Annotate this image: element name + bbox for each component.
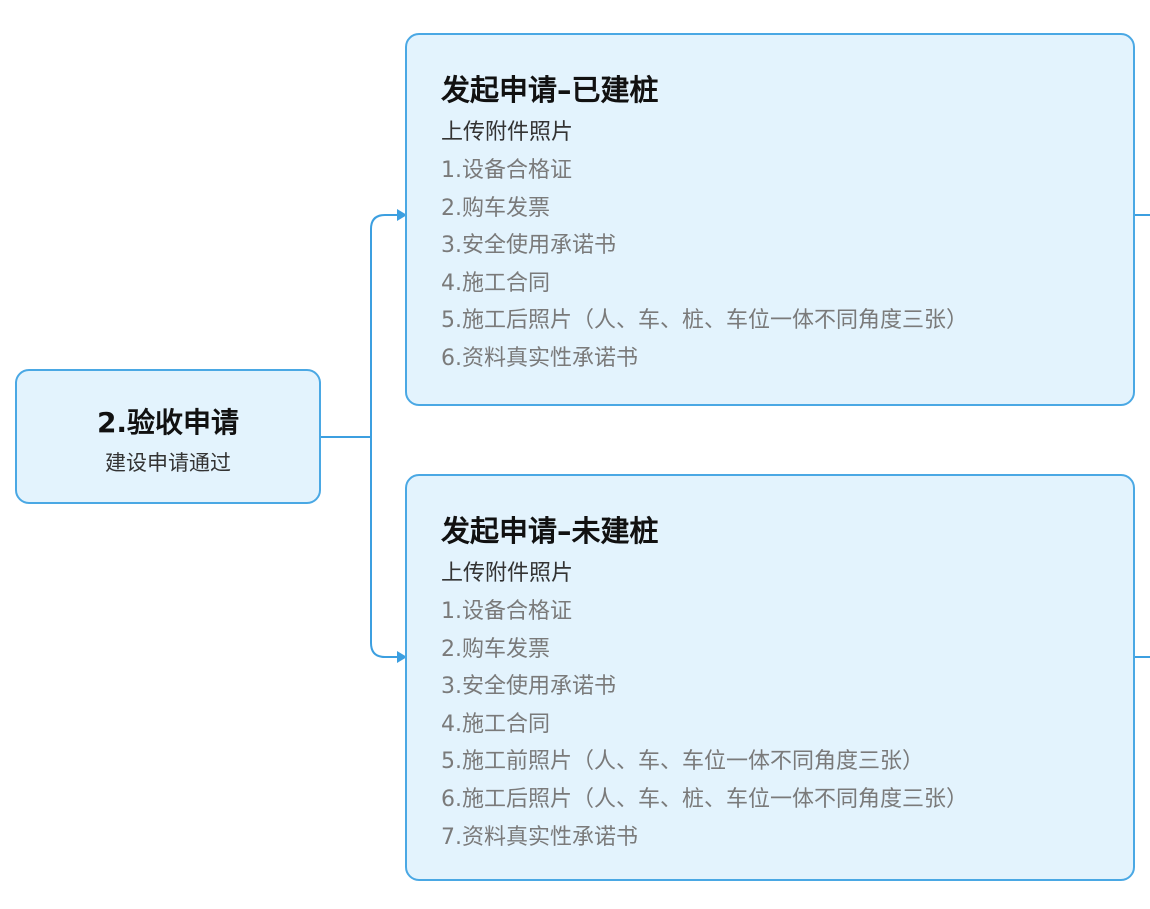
list-item: 1.设备合格证 (441, 158, 572, 183)
branch-title: 发起申请–未建桩 (441, 514, 659, 548)
root-title: 2.验收申请 (96, 406, 240, 439)
connector-to-branch-2 (370, 437, 399, 658)
branch-node-unbuilt[interactable]: 发起申请–未建桩 上传附件照片 1.设备合格证 2.购车发票 3.安全使用承诺书… (405, 474, 1135, 881)
branch-subtitle: 上传附件照片 (441, 561, 574, 586)
list-item: 7.资料真实性承诺书 (441, 824, 638, 850)
branch-item-list: 1.设备合格证 2.购车发票 3.安全使用承诺书 4.施工合同 5.施工后照片（… (441, 152, 968, 378)
root-subtitle: 建设申请通过 (105, 451, 231, 475)
connector-to-branch-1 (370, 214, 399, 437)
list-item: 6.资料真实性承诺书 (441, 345, 638, 371)
root-node[interactable]: 2.验收申请 建设申请通过 (15, 369, 321, 504)
list-item: 2.购车发票 (441, 636, 550, 662)
branch-subtitle: 上传附件照片 (441, 120, 574, 145)
branch-item-list: 1.设备合格证 2.购车发票 3.安全使用承诺书 4.施工合同 5.施工前照片（… (441, 593, 968, 856)
list-item: 5.施工后照片（人、车、桩、车位一体不同角度三张） (441, 308, 968, 334)
list-item: 1.设备合格证 (441, 599, 572, 624)
list-item: 3.安全使用承诺书 (441, 674, 616, 700)
list-item: 3.安全使用承诺书 (441, 233, 616, 259)
list-item: 4.施工合同 (441, 711, 550, 737)
list-item: 5.施工前照片（人、车、车位一体不同角度三张） (441, 749, 924, 775)
list-item: 4.施工合同 (441, 270, 550, 296)
list-item: 6.施工后照片（人、车、桩、车位一体不同角度三张） (441, 786, 968, 812)
branch-title: 发起申请–已建桩 (441, 73, 659, 107)
branch-node-built[interactable]: 发起申请–已建桩 上传附件照片 1.设备合格证 2.购车发票 3.安全使用承诺书… (405, 33, 1135, 406)
list-item: 2.购车发票 (441, 195, 550, 221)
